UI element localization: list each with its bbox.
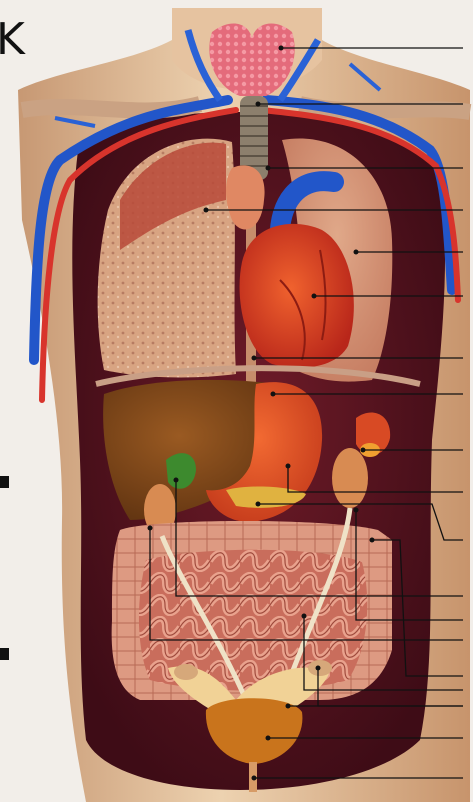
kidney-right <box>332 448 368 508</box>
